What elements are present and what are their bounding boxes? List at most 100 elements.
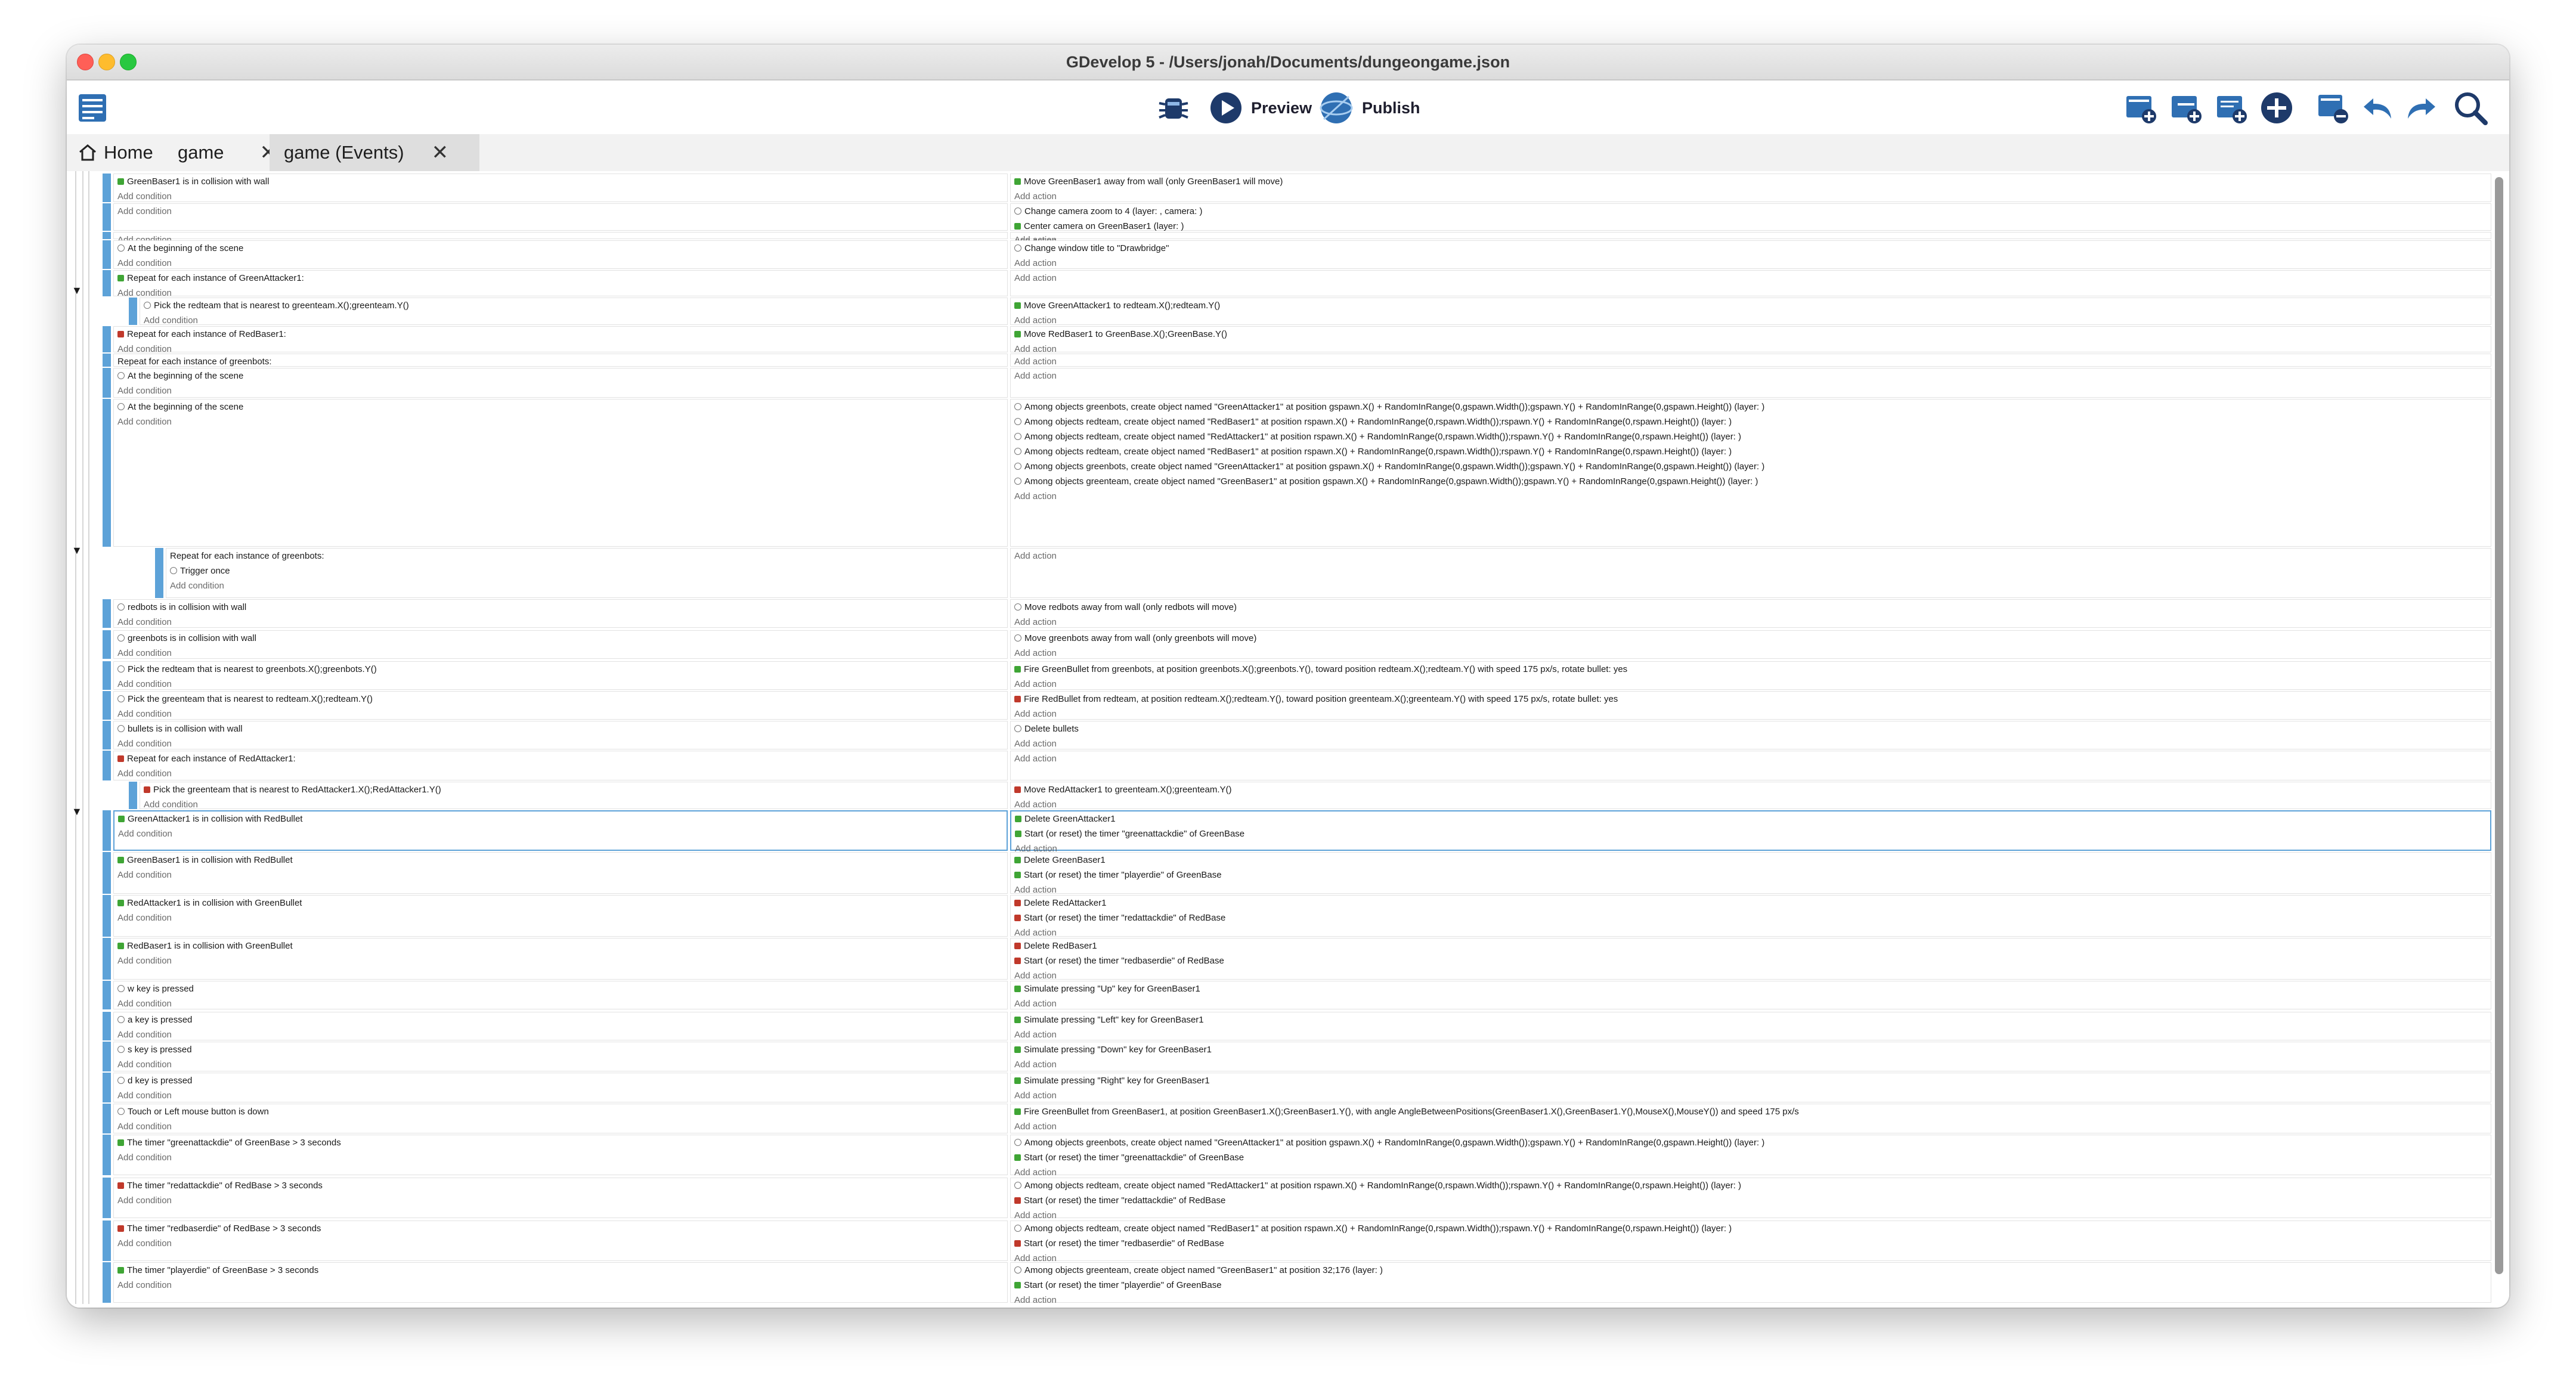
event-drag-handle[interactable] — [103, 751, 111, 780]
conditions-column[interactable]: RedBaser1 is in collision with GreenBull… — [113, 938, 1008, 980]
conditions-column[interactable]: Repeat for each instance of RedAttacker1… — [113, 751, 1008, 780]
actions-column[interactable]: Add action — [1010, 751, 2491, 780]
add-action-link[interactable]: Add action — [1011, 1208, 2491, 1223]
add-condition-link[interactable]: Add condition — [114, 868, 1007, 882]
actions-column[interactable]: Move GreenAttacker1 to redteam.X();redte… — [1010, 298, 2491, 326]
conditions-column[interactable]: Repeat for each instance of greenbots:Tr… — [166, 548, 1008, 598]
choose-add-event-button[interactable] — [2259, 80, 2295, 135]
add-condition-link[interactable]: Add condition — [114, 414, 1007, 429]
redo-button[interactable] — [2403, 80, 2439, 135]
conditions-column[interactable]: The timer "redattackdie" of RedBase > 3 … — [113, 1178, 1008, 1218]
add-action-link[interactable]: Add action — [1011, 1119, 2491, 1134]
event-drag-handle[interactable] — [103, 981, 111, 1009]
event-drag-handle[interactable] — [103, 1104, 111, 1133]
event-row[interactable]: Repeat for each instance of greenbots:Ad… — [79, 354, 2491, 382]
actions-column[interactable]: Among objects redteam, create object nam… — [1010, 1220, 2491, 1263]
conditions-column[interactable]: Pick the greenteam that is nearest to re… — [113, 691, 1008, 720]
add-action-link[interactable]: Add action — [1011, 882, 2491, 897]
add-comment-button[interactable] — [2213, 80, 2249, 135]
event-drag-handle[interactable] — [129, 298, 137, 325]
event-drag-handle[interactable] — [103, 721, 111, 749]
add-condition-link[interactable]: Add condition — [114, 1027, 1007, 1042]
add-action-link[interactable]: Add action — [1011, 707, 2491, 721]
event-row[interactable]: Pick the greenteam that is nearest to Re… — [79, 782, 2491, 812]
collapse-toggle-icon[interactable]: ▼ — [72, 544, 82, 556]
actions-column[interactable]: Among objects redteam, create object nam… — [1010, 1178, 2491, 1220]
tab-home[interactable]: Home — [78, 134, 167, 171]
conditions-column[interactable]: Pick the greenteam that is nearest to Re… — [140, 782, 1008, 812]
actions-column[interactable]: Fire GreenBullet from GreenBaser1, at po… — [1010, 1104, 2491, 1133]
add-condition-link[interactable]: Add condition — [114, 342, 1007, 357]
event-drag-handle[interactable] — [155, 548, 163, 598]
add-action-link[interactable]: Add action — [1011, 925, 2491, 940]
add-condition-link[interactable]: Add condition — [114, 646, 1007, 661]
event-drag-handle[interactable] — [103, 630, 111, 659]
event-drag-handle[interactable] — [103, 174, 111, 202]
event-drag-handle[interactable] — [103, 1220, 111, 1261]
add-condition-link[interactable]: Add condition — [114, 615, 1007, 630]
add-condition-link[interactable]: Add condition — [140, 313, 1007, 328]
event-drag-handle[interactable] — [103, 1262, 111, 1303]
add-condition-link[interactable]: Add condition — [114, 1193, 1007, 1208]
conditions-column[interactable]: Repeat for each instance of greenbots:Ad… — [113, 354, 1008, 382]
event-row[interactable]: Repeat for each instance of RedBaser1:Ad… — [79, 326, 2491, 354]
conditions-column[interactable]: Repeat for each instance of GreenAttacke… — [113, 270, 1008, 298]
actions-column[interactable]: Fire GreenBullet from greenbots, at posi… — [1010, 661, 2491, 690]
tab-game[interactable]: game ✕ — [178, 134, 277, 171]
add-condition-link[interactable]: Add condition — [114, 953, 1007, 968]
add-action-link[interactable]: Add action — [1011, 1027, 2491, 1042]
add-event-button[interactable] — [2123, 80, 2159, 135]
event-row[interactable]: Pick the greenteam that is nearest to re… — [79, 691, 2491, 721]
add-condition-link[interactable]: Add condition — [140, 797, 1007, 812]
actions-column[interactable]: Add action — [1010, 354, 2491, 367]
event-drag-handle[interactable] — [103, 852, 111, 894]
actions-column[interactable]: Change window title to "Drawbridge"Add a… — [1010, 240, 2491, 269]
close-window-button[interactable] — [77, 54, 94, 70]
add-condition-link[interactable]: Add condition — [114, 736, 1007, 751]
event-drag-handle[interactable] — [103, 691, 111, 720]
add-condition-link[interactable]: Add condition — [114, 677, 1007, 692]
add-action-link[interactable]: Add action — [1011, 677, 2491, 692]
event-drag-handle[interactable] — [103, 810, 111, 851]
add-condition-link[interactable]: Add condition — [114, 826, 1007, 841]
add-condition-link[interactable]: Add condition — [114, 189, 1007, 204]
conditions-column[interactable]: Pick the redteam that is nearest to gree… — [140, 298, 1008, 328]
conditions-column[interactable]: Pick the redteam that is nearest to gree… — [113, 661, 1008, 690]
actions-column[interactable]: Move redbots away from wall (only redbot… — [1010, 599, 2491, 628]
add-condition-link[interactable]: Add condition — [114, 383, 1007, 398]
add-action-link[interactable]: Add action — [1011, 1088, 2491, 1103]
conditions-column[interactable]: Add condition — [113, 203, 1008, 231]
conditions-column[interactable]: RedAttacker1 is in collision with GreenB… — [113, 895, 1008, 937]
add-action-link[interactable]: Add action — [1011, 615, 2491, 630]
event-row[interactable]: GreenAttacker1 is in collision with RedB… — [79, 810, 2491, 854]
add-condition-link[interactable]: Add condition — [166, 578, 1007, 593]
add-condition-link[interactable]: Add condition — [114, 1278, 1007, 1293]
actions-column[interactable]: Move GreenBaser1 away from wall (only Gr… — [1010, 174, 2491, 202]
actions-column[interactable]: Simulate pressing "Up" key for GreenBase… — [1010, 981, 2491, 1009]
vertical-scrollbar[interactable] — [2495, 177, 2503, 1274]
event-drag-handle[interactable] — [103, 661, 111, 690]
add-condition-link[interactable]: Add condition — [114, 1057, 1007, 1072]
add-action-link[interactable]: Add action — [1011, 797, 2491, 812]
event-drag-handle[interactable] — [103, 203, 111, 231]
event-drag-handle[interactable] — [103, 232, 111, 239]
add-action-link[interactable]: Add action — [1011, 736, 2491, 751]
add-condition-link[interactable]: Add condition — [114, 286, 1007, 301]
add-action-link[interactable]: Add action — [1011, 841, 2490, 856]
actions-column[interactable]: Add action — [1010, 270, 2491, 296]
publish-button[interactable]: Publish — [1318, 80, 1420, 135]
